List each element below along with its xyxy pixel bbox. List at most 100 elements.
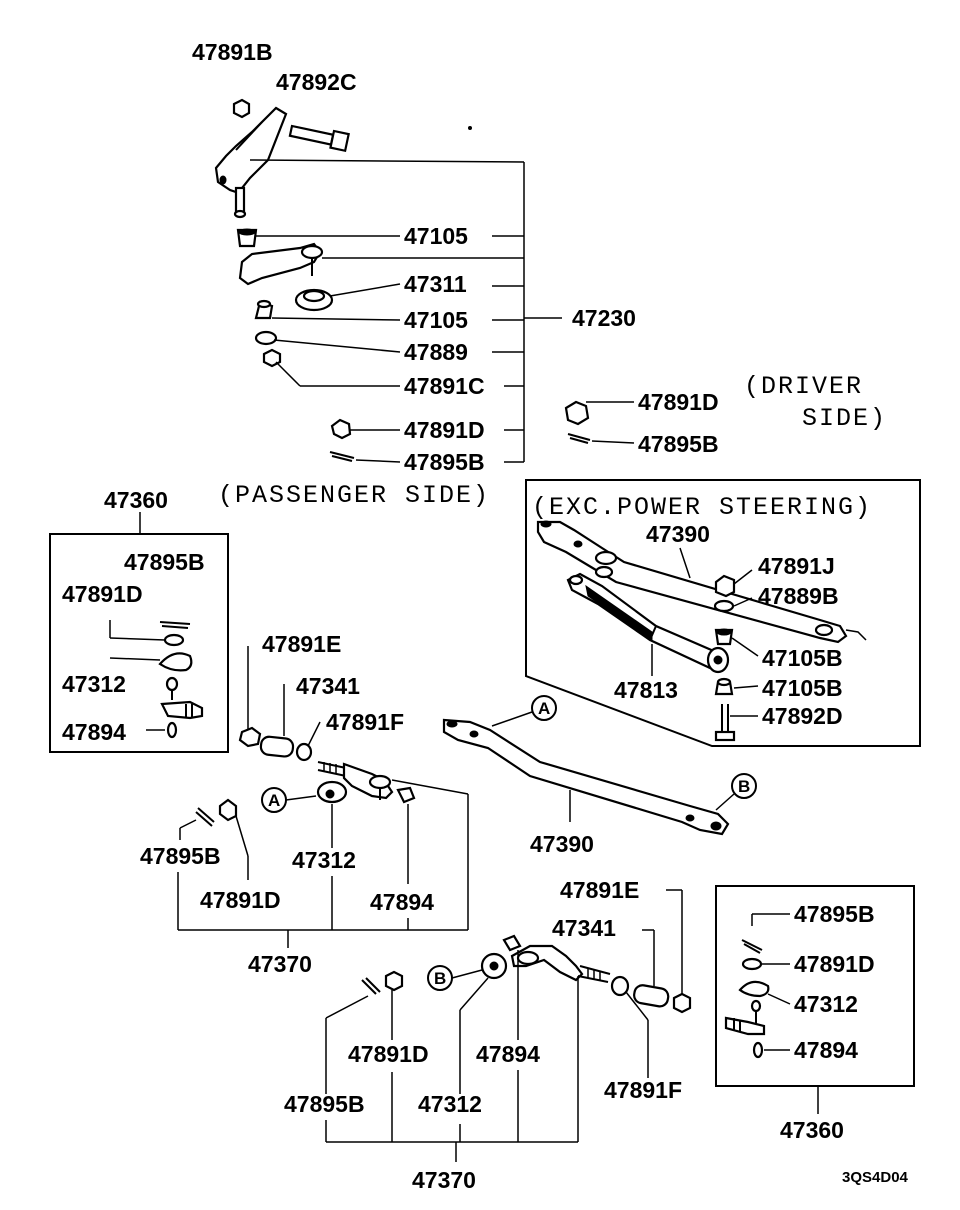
nut-47891d-kit-left <box>163 633 185 647</box>
callout-a-top-letter: A <box>538 699 550 718</box>
label-47889b: 47889B <box>758 583 839 609</box>
callout-b-right-letter: B <box>434 969 446 988</box>
pin-47895b-top <box>329 451 355 462</box>
boot-47312-kit-right <box>738 980 770 998</box>
note-driver-side-line2: SIDE) <box>802 404 887 433</box>
label-47341-left: 47341 <box>296 673 360 699</box>
washer-47889 <box>254 330 278 346</box>
label-47892c: 47892C <box>276 69 357 95</box>
label-47891d-driver: 47891D <box>638 389 719 415</box>
label-47230: 47230 <box>572 305 636 331</box>
nut-47891d-left <box>218 798 238 822</box>
exc-power-steering-box <box>525 479 921 747</box>
center-link-bar <box>442 718 730 836</box>
nut-47891f-right <box>610 975 630 997</box>
ball-joint-kit-right <box>724 1016 766 1036</box>
seal-47311 <box>294 288 334 312</box>
bracket-47370-right <box>325 976 579 1162</box>
nut-47891b <box>232 98 251 119</box>
label-47891d-kit-right: 47891D <box>794 951 875 977</box>
note-exc-power-steering: (EXC.POWER STEERING) <box>532 493 872 522</box>
idler-bracket <box>214 106 288 194</box>
nut-47891d-kit-right <box>741 957 763 971</box>
label-47360-right: 47360 <box>780 1117 844 1143</box>
callout-a-left-letter: A <box>268 791 280 810</box>
label-47895b-left: 47895B <box>140 843 221 869</box>
label-47892d: 47892D <box>762 703 843 729</box>
label-47894-right: 47894 <box>476 1041 540 1067</box>
label-47370-left: 47370 <box>248 951 312 977</box>
kit-47360-left: 47360 47895B 47891D 47312 47894 <box>49 487 229 753</box>
label-47105b-upper: 47105B <box>762 645 843 671</box>
label-47891d-kit-left: 47891D <box>62 581 143 607</box>
nut-47891d-driver <box>564 400 590 426</box>
nut-47891e-left <box>238 726 262 748</box>
nut-47891j <box>714 574 736 598</box>
driver-side-parts: 47891D 47895B (DRIVER SIDE) <box>564 372 887 457</box>
label-47390-center: 47390 <box>530 831 594 857</box>
exc-power-steering-group: (EXC.POWER STEERING) 47390 47891J 47889B… <box>525 479 921 747</box>
kit-47360-left-box <box>49 533 229 753</box>
label-47894-kit-right: 47894 <box>794 1037 858 1063</box>
nut-47891d-top <box>330 418 352 440</box>
clip-47894-left <box>396 786 416 804</box>
speck-mark <box>468 126 472 130</box>
label-47813: 47813 <box>614 677 678 703</box>
callout-a-top <box>531 695 557 721</box>
label-47891f-right: 47891F <box>604 1077 682 1103</box>
label-47891d-right: 47891D <box>348 1041 429 1067</box>
bracket-47230 <box>492 162 562 463</box>
label-47889: 47889 <box>404 339 468 365</box>
sleeve-47341-right <box>633 984 670 1008</box>
nut-47891f-left <box>295 742 313 762</box>
washer-47889b <box>713 599 735 613</box>
tie-rod-end-left <box>317 761 394 800</box>
label-47312-kit-left: 47312 <box>62 671 126 697</box>
nut-47891d-right <box>384 970 404 992</box>
tie-rod-47370-right: B 47891E 47341 47891D 47894 47891F 47895… <box>284 877 692 1193</box>
label-47895b-top: 47895B <box>404 449 485 475</box>
pin-47895b-driver <box>567 433 591 444</box>
callout-b-top <box>731 773 757 799</box>
pin-47895b-left <box>195 811 213 827</box>
bracket-47370-left <box>177 779 469 948</box>
callout-b-top-letter: B <box>738 777 750 796</box>
bolt-47892c <box>288 124 350 153</box>
note-passenger-side: (PASSENGER SIDE) <box>218 481 490 510</box>
label-47891e-left: 47891E <box>262 631 341 657</box>
label-47360-left: 47360 <box>104 487 168 513</box>
label-47895b-driver: 47895B <box>638 431 719 457</box>
label-47894-kit-left: 47894 <box>62 719 126 745</box>
bolt-47892d <box>714 704 736 742</box>
label-47105b-lower: 47105B <box>762 675 843 701</box>
idler-arm-assembly: 47891B 47892C 47105 47311 47105 47889 47… <box>192 39 636 475</box>
label-47312-right: 47312 <box>418 1091 482 1117</box>
boot-47312-left <box>316 780 348 804</box>
center-link-47390: A B 47390 <box>442 695 757 857</box>
damper-47813 <box>566 572 730 674</box>
label-47894-left: 47894 <box>370 889 434 915</box>
label-47891j: 47891J <box>758 553 835 579</box>
label-47105-lower: 47105 <box>404 307 468 333</box>
label-47312-left: 47312 <box>292 847 356 873</box>
label-47341-right: 47341 <box>552 915 616 941</box>
note-driver-side-line1: (DRIVER <box>744 372 863 401</box>
clip-47894-kit-left <box>166 721 178 739</box>
pin-47895b-right <box>361 979 377 995</box>
label-47105-upper: 47105 <box>404 223 468 249</box>
label-47891f-left: 47891F <box>326 709 404 735</box>
label-47312-kit-right: 47312 <box>794 991 858 1017</box>
kit-47360-right: 47895B 47891D 47312 47894 47360 <box>715 885 915 1143</box>
tie-rod-end-right <box>510 944 611 983</box>
ball-joint-kit-left <box>160 700 204 720</box>
label-47895b-kit-left: 47895B <box>124 549 205 575</box>
boot-47312-kit-left <box>158 652 193 672</box>
label-47891e-right: 47891E <box>560 877 639 903</box>
tie-rod-47370-left: A 47891E 47341 47891F 47895B 47312 47891… <box>140 631 469 977</box>
label-47390-eps: 47390 <box>646 521 710 547</box>
label-47311: 47311 <box>404 271 467 297</box>
label-47895b-right: 47895B <box>284 1091 365 1117</box>
label-47891d-left: 47891D <box>200 887 281 913</box>
eps-center-link <box>536 520 848 644</box>
